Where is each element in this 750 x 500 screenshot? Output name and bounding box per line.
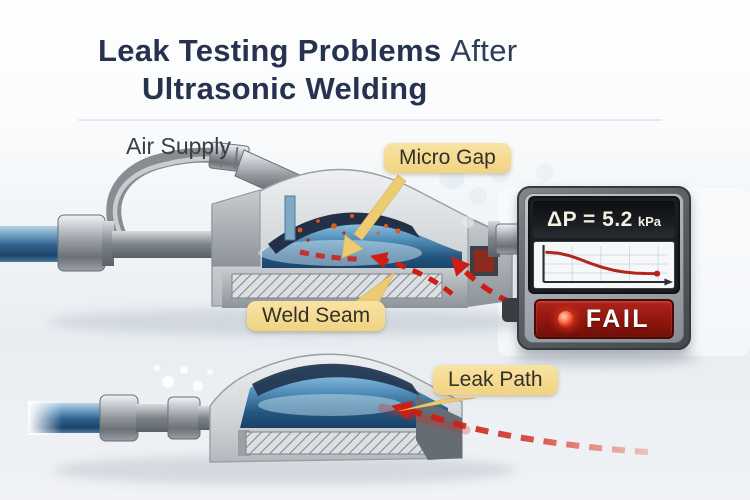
inlet-tube-blue — [0, 226, 64, 262]
chamber-highlight-2 — [258, 394, 402, 416]
title-divider — [78, 119, 662, 121]
title-line1-bold: Leak Testing Problems — [98, 33, 442, 68]
gauge-shadow — [510, 348, 700, 368]
air-supply-label: Air Supply — [126, 133, 231, 159]
leak-dashes-seam — [299, 249, 363, 262]
fail-indicator: FAIL — [534, 299, 674, 339]
coupling-1 — [99, 394, 139, 442]
fail-led-icon — [557, 311, 574, 327]
leak-arrow-top-internal — [369, 252, 454, 296]
micro-gap-tail-head — [341, 234, 364, 259]
inlet-ring — [102, 221, 114, 266]
fail-label: FAIL — [585, 304, 651, 333]
leak-arrow-bottom — [391, 400, 649, 455]
decay-curve — [545, 250, 659, 276]
gauge-screen: ΔP = 5.2 kPa — [528, 196, 680, 294]
micro-gap-tail — [353, 174, 407, 241]
micro-gap-callout: Micro Gap — [384, 143, 511, 173]
pressure-unit: kPa — [637, 214, 661, 229]
leak-tester-gauge: ΔP = 5.2 kPa — [517, 186, 691, 350]
leak-path-callout: Leak Path — [433, 365, 558, 395]
decay-endpoint-marker — [653, 270, 661, 277]
title-line1-light: After — [450, 33, 518, 68]
pipe-segment — [136, 404, 170, 432]
inlet-coupling — [57, 214, 106, 272]
weld-seam-callout: Weld Seam — [247, 301, 386, 331]
leak-arrows — [299, 249, 649, 455]
graph-x-arrow — [664, 278, 673, 286]
air-hose-highlight — [112, 156, 219, 245]
weld-seam-hatched-2 — [245, 431, 443, 455]
housing-left-block — [211, 189, 261, 267]
nozzle — [284, 195, 296, 241]
graph-gridlines — [543, 246, 668, 282]
decay-graph-svg — [542, 245, 673, 286]
leak-path-tail — [398, 397, 477, 412]
pressure-value: ΔP = 5.2 — [547, 207, 633, 231]
micro-gap-band — [268, 212, 420, 254]
seam-dark-band-2 — [252, 363, 420, 396]
inlet-pipe-metal — [112, 231, 224, 258]
bottom-assembly — [28, 353, 471, 463]
title-line2: Ultrasonic Welding — [142, 71, 428, 106]
tube-fade — [28, 401, 62, 435]
weld-seam-hatched — [231, 273, 443, 299]
housing-right-edge-2 — [416, 396, 462, 460]
decay-graph — [533, 241, 675, 289]
coupling-2 — [167, 396, 201, 440]
bottom-assembly-shadow — [53, 455, 517, 485]
callout-tails — [341, 174, 477, 412]
pressure-readout: ΔP = 5.2 kPa — [533, 201, 675, 238]
